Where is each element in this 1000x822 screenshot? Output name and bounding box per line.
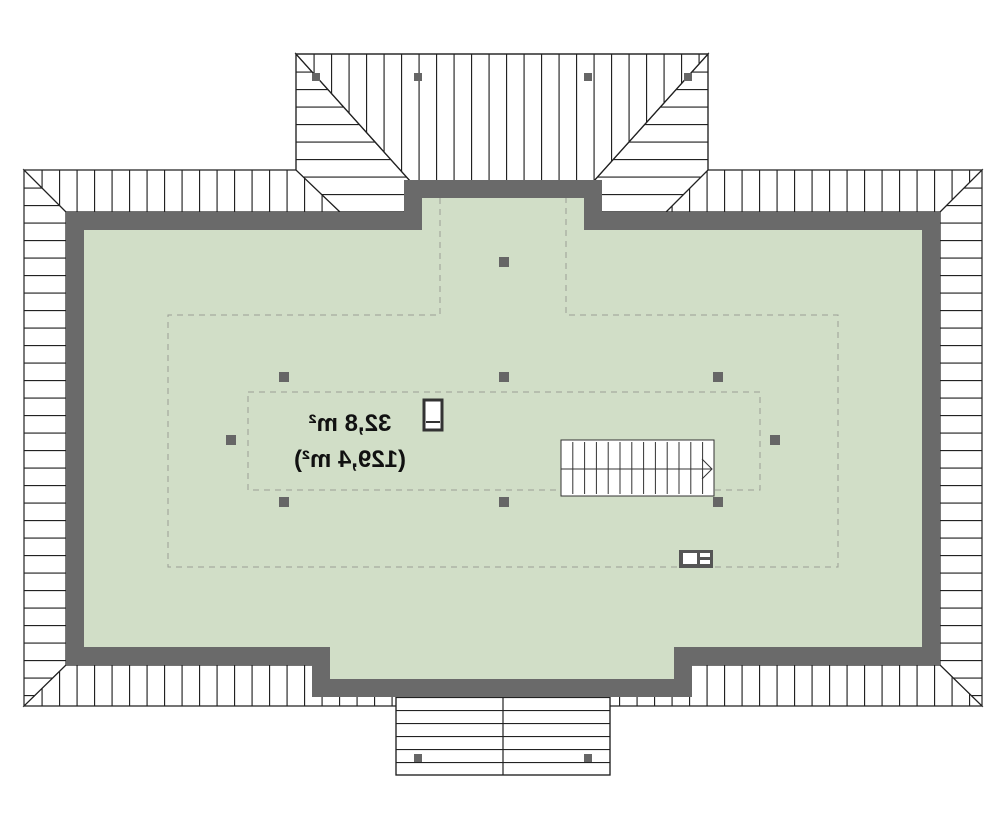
post xyxy=(279,372,289,382)
post xyxy=(226,435,236,445)
chimney-icon xyxy=(422,398,444,432)
post xyxy=(584,754,592,762)
total-area-label: (129,4 m²) xyxy=(293,446,407,473)
post xyxy=(499,257,509,267)
roof-left-slope xyxy=(23,168,67,708)
post xyxy=(414,73,422,81)
post xyxy=(279,497,289,507)
headroom-lines xyxy=(167,198,839,568)
post xyxy=(770,435,780,445)
staircase xyxy=(560,439,715,497)
dormer-roof xyxy=(294,52,710,213)
roof-right-slope xyxy=(939,168,983,708)
post xyxy=(499,497,509,507)
post xyxy=(312,73,320,81)
post xyxy=(713,497,723,507)
attic-floor xyxy=(84,198,922,679)
post xyxy=(584,73,592,81)
post xyxy=(713,372,723,382)
room-area-label: 32,8 m² xyxy=(308,410,392,437)
post xyxy=(499,372,509,382)
post xyxy=(684,73,692,81)
posts xyxy=(226,73,780,762)
porch-roof xyxy=(395,696,611,776)
roof-eaves xyxy=(22,168,984,708)
vent-icon xyxy=(679,550,713,568)
post xyxy=(414,754,422,762)
